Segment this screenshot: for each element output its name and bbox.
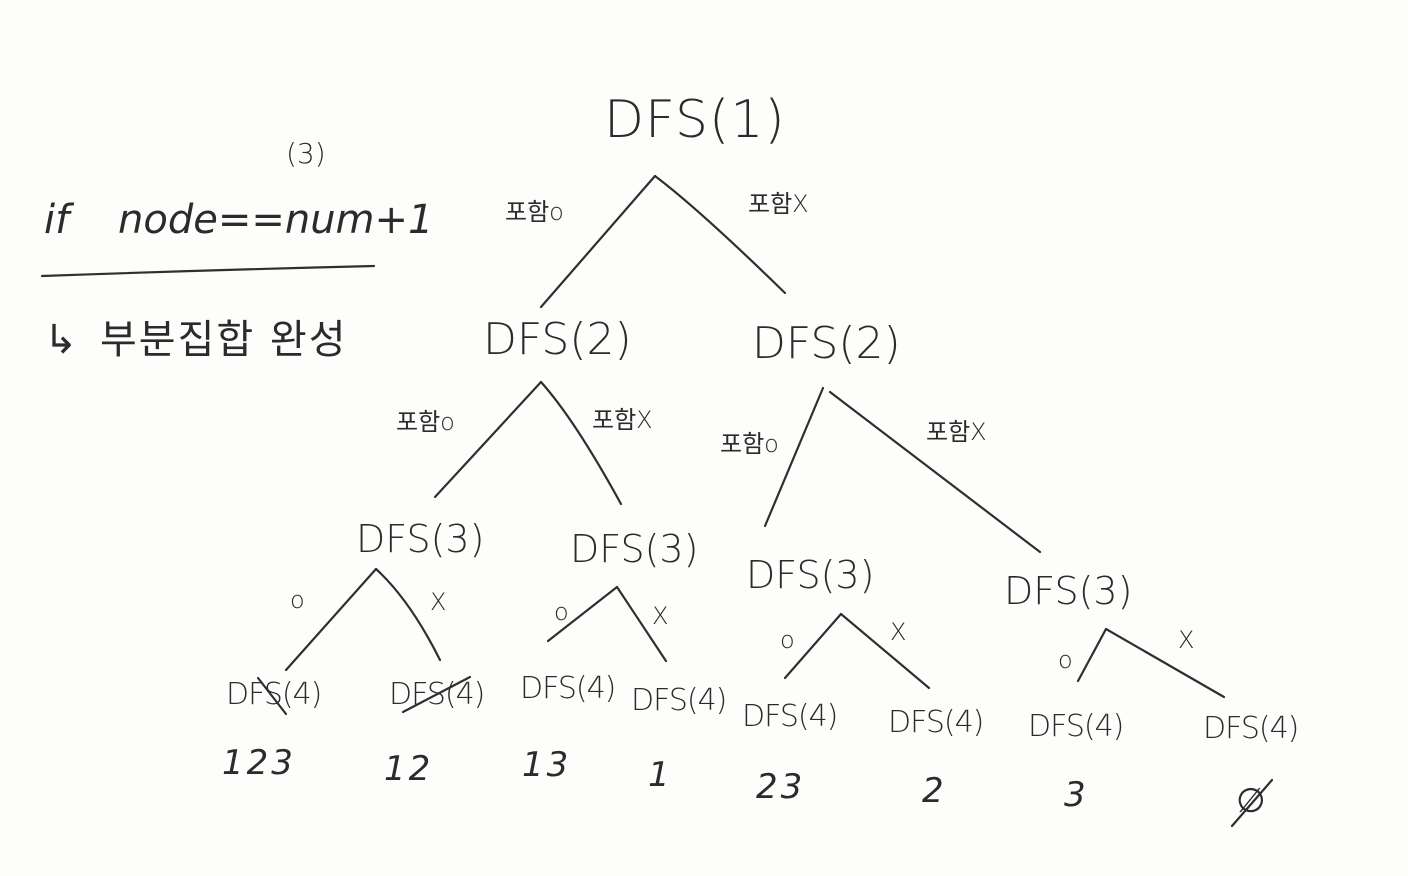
node-l1-right: DFS(2) bbox=[752, 318, 901, 369]
edge-l1a-left bbox=[433, 380, 543, 499]
leaf-6: DFS(4) bbox=[888, 705, 984, 740]
mark-8: X bbox=[1178, 626, 1195, 654]
node-root: DFS(1) bbox=[604, 90, 786, 150]
node-l2-2: DFS(3) bbox=[570, 527, 699, 571]
leaf-7: DFS(4) bbox=[1028, 709, 1124, 744]
mark-5: o bbox=[780, 626, 795, 654]
edge-l1b-left bbox=[763, 386, 825, 528]
edge-label-l2a-exclude: 포함X bbox=[592, 406, 653, 434]
mark-2: X bbox=[430, 588, 447, 616]
edge-root-right bbox=[653, 174, 787, 295]
edge-l2c-right bbox=[839, 612, 931, 690]
node-l1-left: DFS(2) bbox=[483, 314, 632, 365]
edge-root-left bbox=[539, 174, 657, 309]
strike-leaf-1 bbox=[256, 676, 288, 716]
edge-label-l2a-include: 포함o bbox=[396, 408, 455, 436]
edge-label-l2b-include: 포함o bbox=[720, 430, 779, 458]
subset-7: 3 bbox=[1064, 775, 1089, 815]
edge-label-l2b-exclude: 포함X bbox=[926, 418, 987, 446]
subset-3: 13 bbox=[522, 745, 572, 785]
subset-6: 2 bbox=[922, 771, 947, 811]
mark-6: X bbox=[890, 618, 907, 646]
leaf-5: DFS(4) bbox=[742, 699, 838, 734]
mark-7: o bbox=[1058, 646, 1073, 674]
node-l2-1: DFS(3) bbox=[356, 517, 485, 561]
leaf-4: DFS(4) bbox=[631, 683, 727, 718]
subset-2: 12 bbox=[384, 749, 434, 789]
edge-l1a-right bbox=[539, 380, 623, 506]
edge-l2b-right bbox=[615, 585, 668, 663]
subset-1: 123 bbox=[222, 743, 296, 783]
edge-l2a-right bbox=[374, 567, 442, 662]
note-arrow: ↳ bbox=[44, 317, 80, 363]
edge-l2c-left bbox=[783, 612, 843, 680]
leaf-8: DFS(4) bbox=[1203, 711, 1299, 746]
edge-l2a-left bbox=[284, 567, 378, 672]
note-result: 부분집합 완성 bbox=[100, 317, 348, 363]
mark-3: o bbox=[554, 598, 569, 626]
leaf-1: DFS(4) bbox=[226, 677, 322, 712]
edge-l2d-right bbox=[1104, 627, 1226, 699]
subset-4: 1 bbox=[648, 755, 673, 795]
note-if: if bbox=[44, 197, 70, 243]
edge-label-l1-include: 포함o bbox=[505, 198, 564, 226]
note-superscript: (3) bbox=[286, 137, 326, 170]
edge-l2d-left bbox=[1076, 627, 1108, 683]
edge-label-l1-exclude: 포함X bbox=[748, 190, 809, 218]
mark-4: X bbox=[652, 602, 669, 630]
leaf-2: DFS(4) bbox=[389, 677, 485, 712]
mark-1: o bbox=[290, 586, 305, 614]
note-underline bbox=[40, 264, 376, 278]
edge-l1b-right bbox=[828, 390, 1042, 554]
node-l2-3: DFS(3) bbox=[746, 553, 875, 597]
edge-l2b-left bbox=[546, 585, 619, 643]
subset-5: 23 bbox=[756, 767, 806, 807]
strike-leaf-2 bbox=[401, 675, 472, 714]
note-condition: node==num+1 bbox=[118, 197, 434, 243]
empty-set-slash bbox=[1230, 778, 1274, 828]
node-l2-4: DFS(3) bbox=[1004, 569, 1133, 613]
leaf-3: DFS(4) bbox=[520, 671, 616, 706]
subset-8: ∅ bbox=[1236, 781, 1269, 821]
